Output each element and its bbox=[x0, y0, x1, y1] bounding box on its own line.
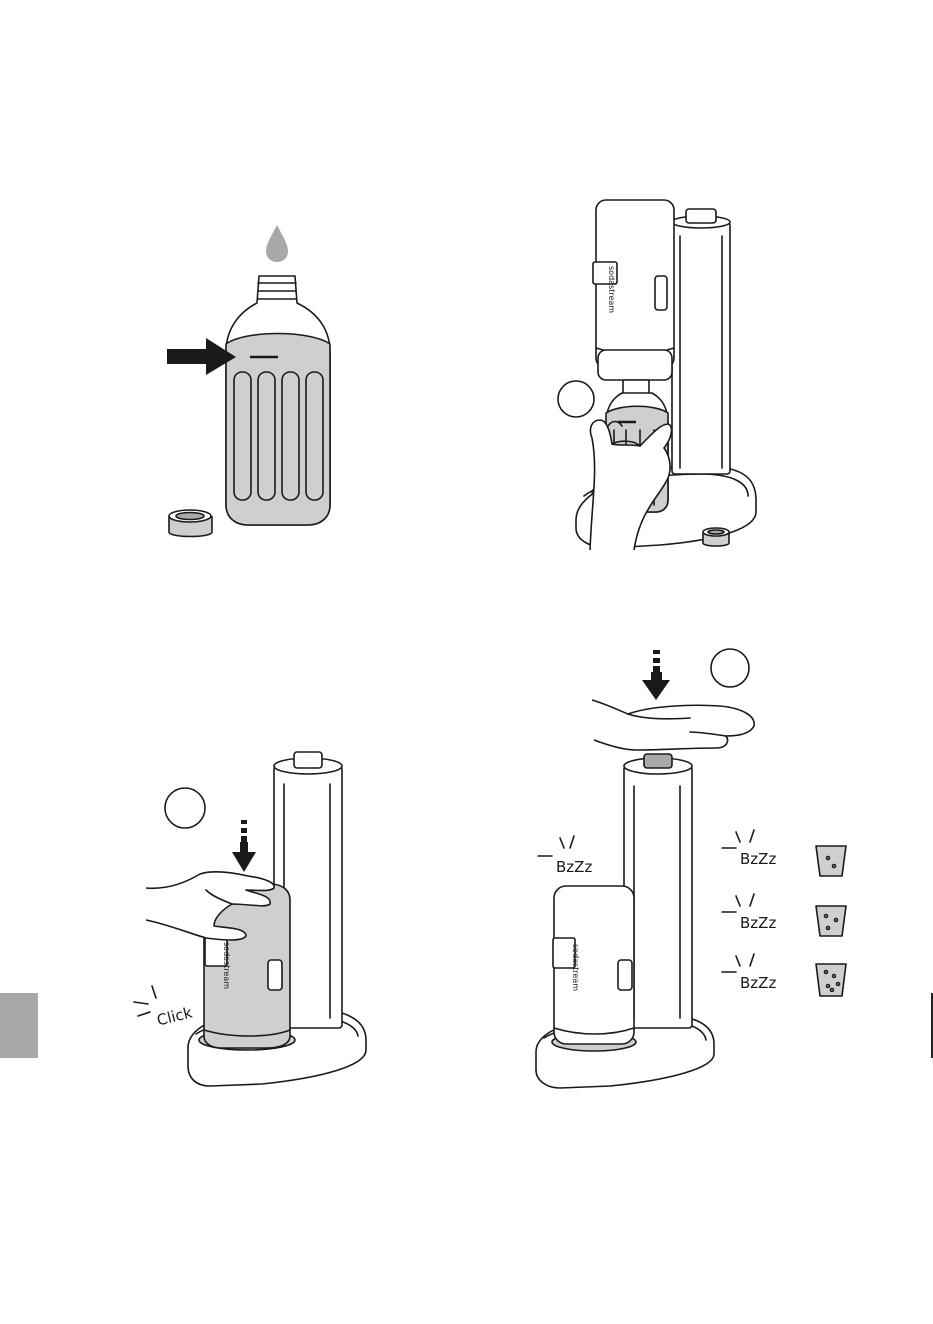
push-down-arrow-icon bbox=[642, 650, 670, 700]
brand-label: sodastream bbox=[607, 266, 616, 313]
click-sound-label: Click bbox=[155, 1003, 194, 1029]
bottle bbox=[226, 276, 330, 525]
glass-icon bbox=[816, 906, 846, 936]
bottle-cap bbox=[169, 510, 212, 537]
step-2-insert-bottle: sodastream bbox=[558, 200, 756, 550]
step-marker-circle bbox=[165, 788, 205, 828]
sound-click: Click bbox=[134, 986, 194, 1030]
water-drop-icon bbox=[266, 225, 288, 262]
glass-icon bbox=[816, 846, 846, 876]
carbonation-level-3: BzZz bbox=[722, 954, 846, 996]
bzzz-sound-label: BzZz bbox=[556, 858, 592, 876]
step-4-carbonate: sodastream BzZz BzZz bbox=[536, 649, 846, 1088]
step-3-lock-bottle: sodastream Click bbox=[134, 752, 366, 1086]
step-marker-circle bbox=[711, 649, 749, 687]
bzzz-sound-label: BzZz bbox=[740, 974, 776, 992]
push-down-arrow-icon bbox=[232, 820, 256, 872]
bzzz-sound-label: BzZz bbox=[740, 850, 776, 868]
brand-label: sodastream bbox=[222, 942, 231, 989]
bottle-cap bbox=[703, 528, 729, 546]
carbonation-level-1: BzZz bbox=[722, 830, 846, 876]
carbonation-level-2: BzZz bbox=[722, 894, 846, 936]
bzzz-sound-label: BzZz bbox=[740, 914, 776, 932]
step-marker-circle bbox=[558, 381, 594, 417]
step-1-fill-bottle bbox=[167, 225, 330, 537]
sound-bzzz: BzZz bbox=[538, 836, 592, 876]
brand-label: sodastream bbox=[571, 944, 580, 991]
